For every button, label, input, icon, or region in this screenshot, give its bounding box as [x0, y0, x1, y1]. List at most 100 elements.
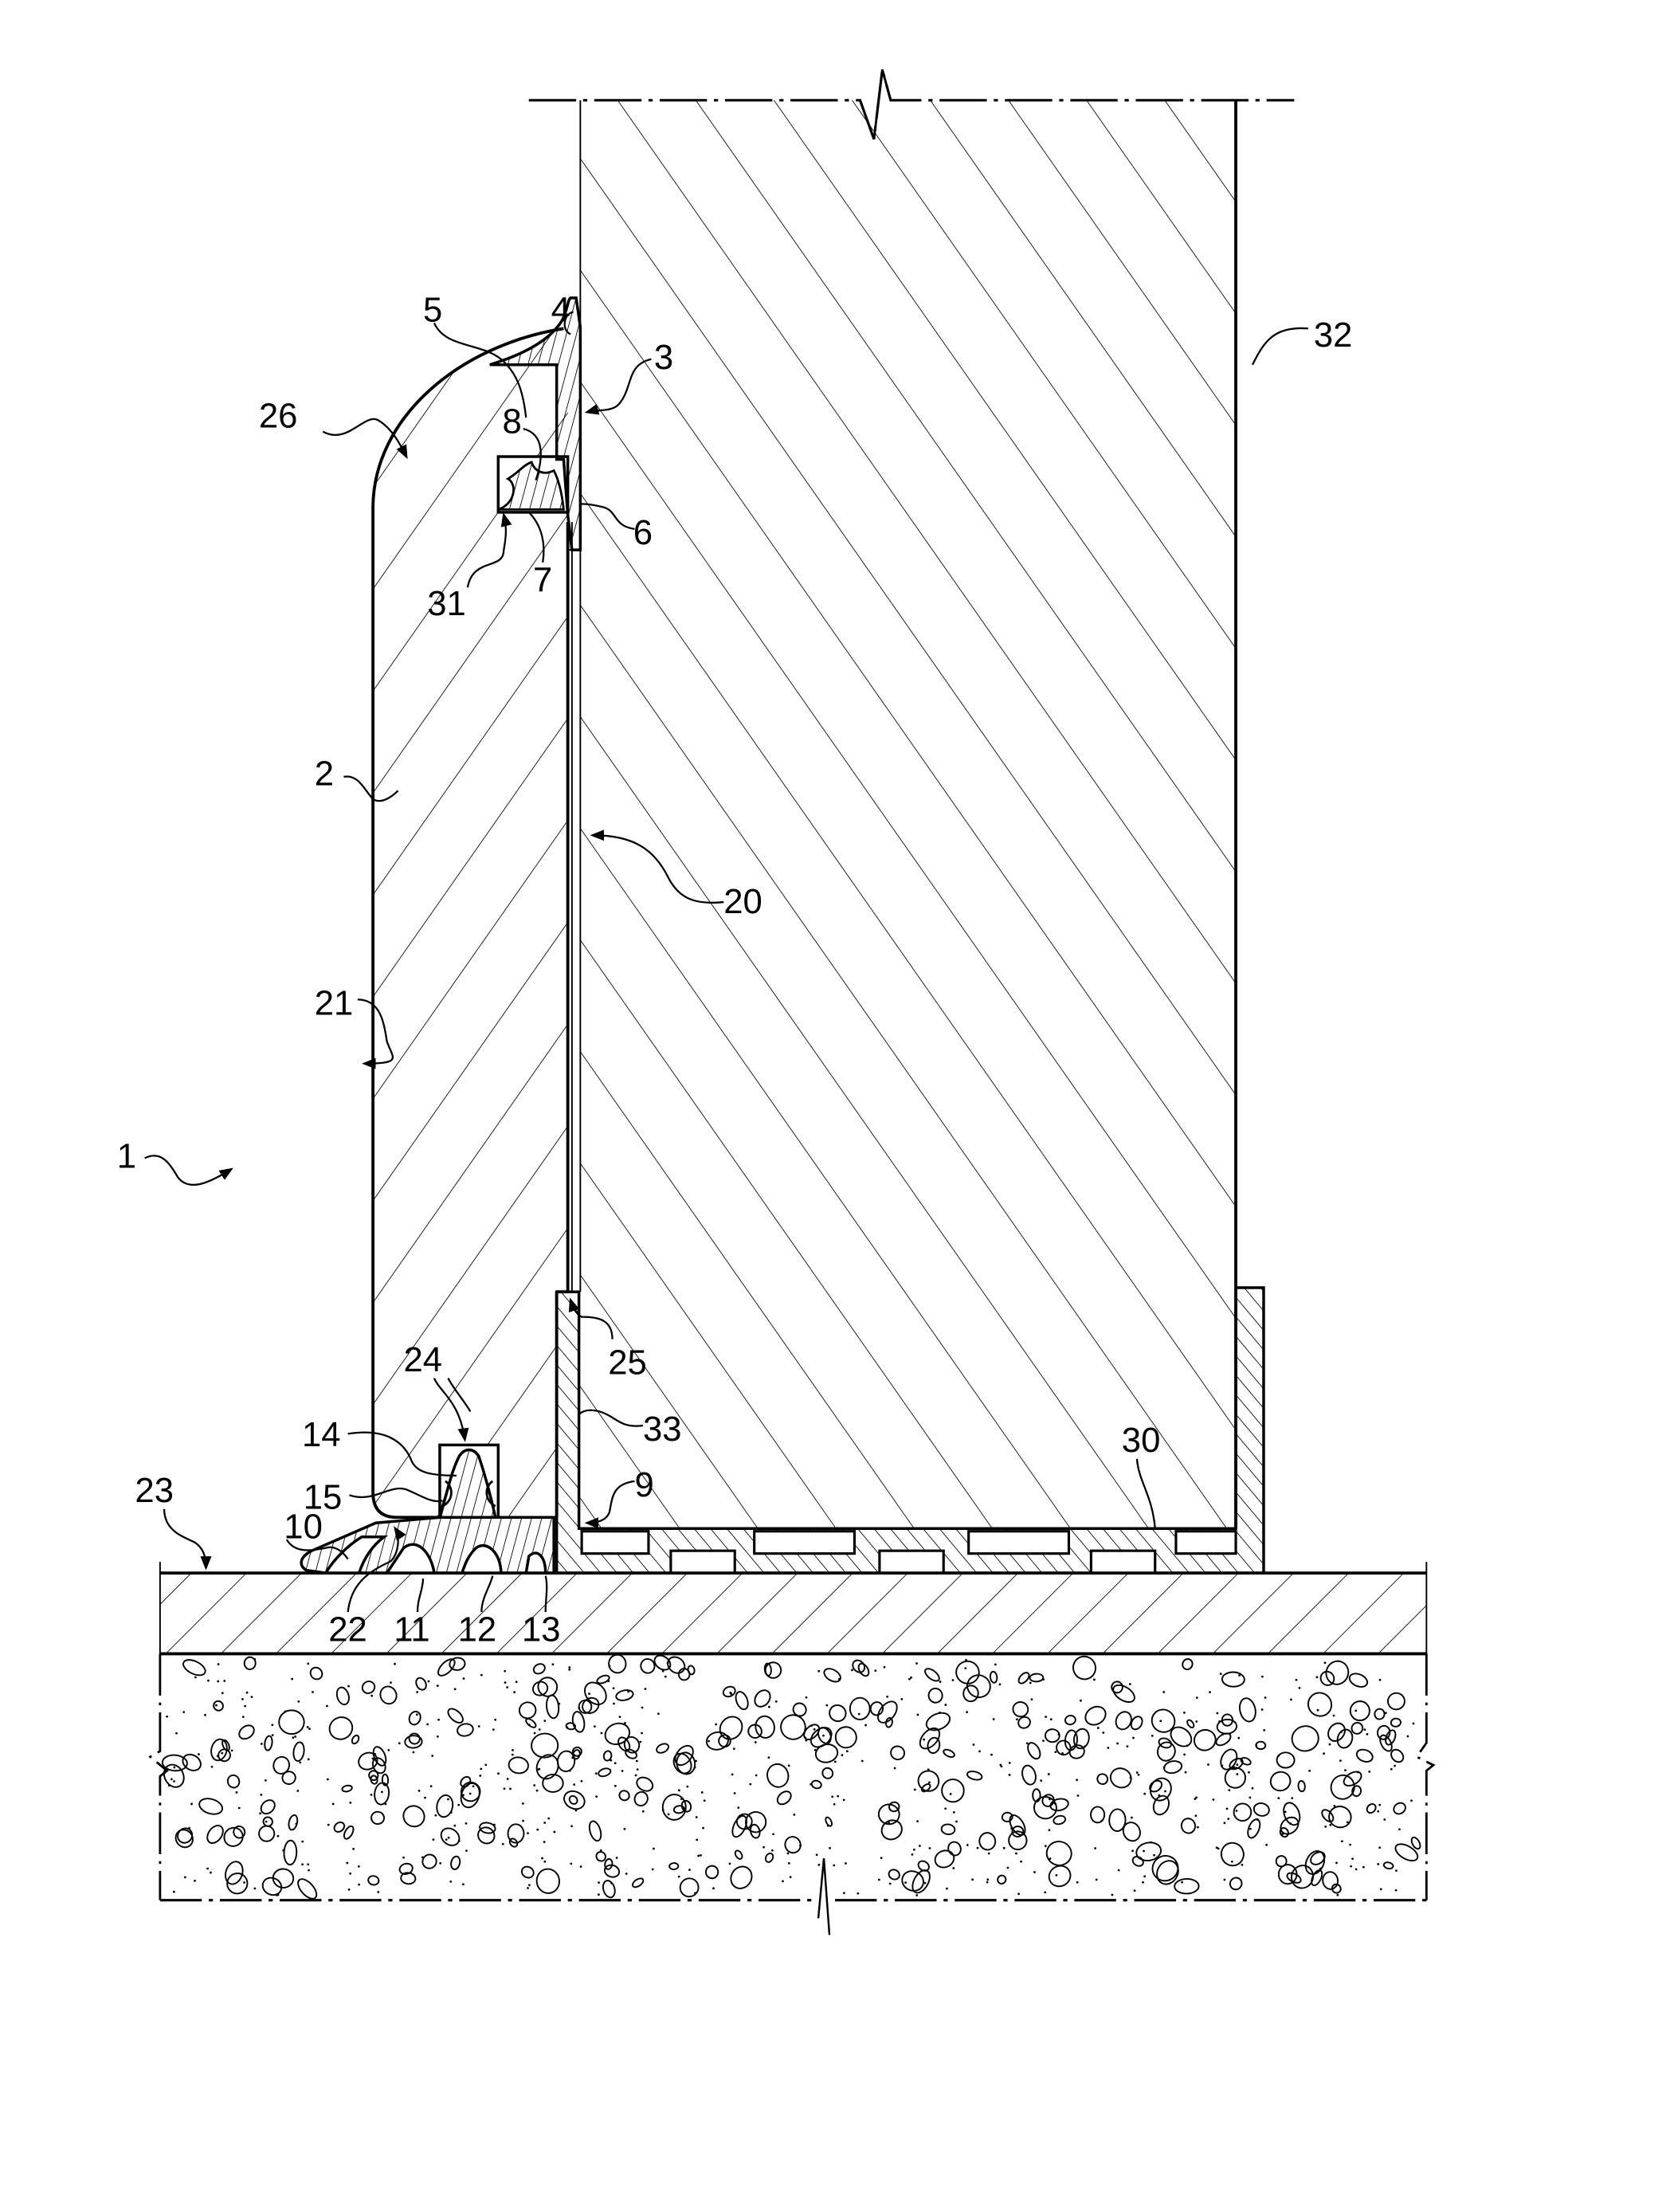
aggregate-stone: [415, 1677, 427, 1691]
aggregate-dot: [1332, 1714, 1335, 1717]
aggregate-stone: [966, 1771, 983, 1781]
aggregate-stone: [1343, 1771, 1362, 1787]
aggregate-dot: [767, 1756, 770, 1759]
aggregate-dot: [817, 1863, 821, 1866]
leader-25: [433, 1378, 469, 1442]
aggregate-dot: [1394, 1888, 1398, 1892]
aggregate-stone: [1336, 1728, 1354, 1749]
aggregate-stone: [704, 1865, 719, 1880]
aggregate-stone: [1351, 1785, 1362, 1798]
aggregate-stone: [210, 1738, 228, 1762]
aggregate-dot: [551, 1663, 555, 1666]
aggregate-stone: [749, 1823, 761, 1839]
aggregate-stone: [924, 1668, 940, 1682]
aggregate-dot: [702, 1826, 704, 1830]
aggregate-dot: [1329, 1823, 1332, 1826]
aggregate-dot: [307, 1758, 310, 1761]
aggregate-dot: [1223, 1878, 1226, 1881]
aggregate-stone: [821, 1767, 834, 1779]
label-24: 31: [427, 584, 466, 623]
aggregate-dot: [453, 1824, 457, 1827]
label-7: 7: [533, 560, 552, 599]
aggregate-dot: [661, 1809, 664, 1812]
aggregate-stone: [508, 1756, 529, 1775]
aggregate-stone: [1330, 1774, 1355, 1800]
aggregate-stone: [901, 1870, 924, 1892]
aggregate-dot: [326, 1704, 328, 1708]
aggregate-dot: [613, 1702, 615, 1705]
channel-profile: [555, 1286, 1265, 1575]
aggregate-stone: [1229, 1877, 1243, 1891]
label-1: 1: [117, 1137, 136, 1176]
aggregate-dot: [424, 1796, 426, 1799]
aggregate-dot: [1289, 1698, 1292, 1701]
aggregate-dot: [347, 1684, 350, 1688]
aggregate-dot: [1261, 1675, 1264, 1678]
aggregate-dot: [570, 1862, 573, 1865]
aggregate-stone: [1220, 1841, 1245, 1867]
aggregate-stone: [940, 1823, 956, 1836]
aggregate-dot: [1362, 1865, 1365, 1869]
aggregate-dot: [978, 1750, 981, 1753]
aggregate-dot: [916, 1820, 919, 1823]
aggregate-stone: [869, 1701, 884, 1716]
aggregate-stone: [747, 1724, 762, 1739]
aggregate-stone: [1327, 1722, 1346, 1742]
aggregate-stone: [615, 1689, 634, 1701]
aggregate-dot: [297, 1700, 300, 1703]
aggregate-dot: [693, 1766, 696, 1769]
aggregate-dot: [1398, 1828, 1401, 1831]
aggregate-dot: [944, 1704, 947, 1706]
aggregate-dot: [1016, 1718, 1018, 1721]
leader-10: [285, 1539, 349, 1560]
aggregate-stone: [1033, 1796, 1057, 1820]
aggregate-dot: [911, 1853, 914, 1856]
aggregate-dot: [484, 1763, 488, 1767]
aggregate-dot: [955, 1820, 958, 1823]
aggregate-dot: [511, 1753, 514, 1756]
aggregate-stone: [829, 1704, 847, 1723]
aggregate-dot: [457, 1839, 461, 1842]
aggregate-dot: [206, 1867, 209, 1870]
aggregate-stone: [460, 1775, 472, 1788]
aggregate-stone: [368, 1770, 379, 1781]
aggregate-dot: [1277, 1755, 1280, 1757]
aggregate-stone: [1280, 1816, 1300, 1835]
aggregate-dot: [1323, 1661, 1327, 1665]
aggregate-dot: [1025, 1742, 1029, 1745]
aggregate-dot: [194, 1879, 196, 1882]
aggregate-stone: [584, 1681, 607, 1705]
aggregate-dot: [299, 1761, 302, 1764]
aggregate-dot: [538, 1728, 541, 1731]
aggregate-stone: [1382, 1861, 1394, 1870]
aggregate-dot: [1195, 1720, 1198, 1723]
aggregate-stone: [1322, 1871, 1339, 1890]
aggregate-dot: [198, 1753, 200, 1755]
aggregate-stone: [1029, 1673, 1045, 1683]
aggregate-stone: [1001, 1811, 1013, 1822]
aggregate-dot: [949, 1792, 952, 1795]
aggregate-stone: [1276, 1751, 1296, 1769]
aggregate-dot: [841, 1754, 844, 1757]
aggregate-dot: [990, 1753, 993, 1756]
aggregate-dot: [688, 1869, 691, 1871]
aggregate-stone: [1072, 1728, 1090, 1750]
aggregate-dot: [888, 1822, 890, 1824]
label-31: 32: [1314, 316, 1353, 355]
aggregate-dot: [282, 1849, 285, 1852]
leader-2: [343, 775, 399, 802]
aggregate-dot: [374, 1752, 376, 1755]
aggregate-stone: [588, 1820, 602, 1842]
aggregate-dot: [462, 1677, 465, 1680]
aggregate-stone: [661, 1794, 687, 1821]
aggregate-dot: [536, 1828, 539, 1831]
label-5: 5: [423, 291, 442, 330]
aggregate-dot: [1044, 1845, 1047, 1848]
aggregate-dot: [999, 1763, 1002, 1767]
aggregate-dot: [306, 1726, 309, 1728]
aggregate-dot: [515, 1681, 518, 1684]
aggregate-dot: [571, 1756, 574, 1759]
aggregate-dot: [762, 1845, 765, 1849]
aggregate-dot: [358, 1883, 361, 1886]
aggregate-dot: [426, 1723, 429, 1726]
